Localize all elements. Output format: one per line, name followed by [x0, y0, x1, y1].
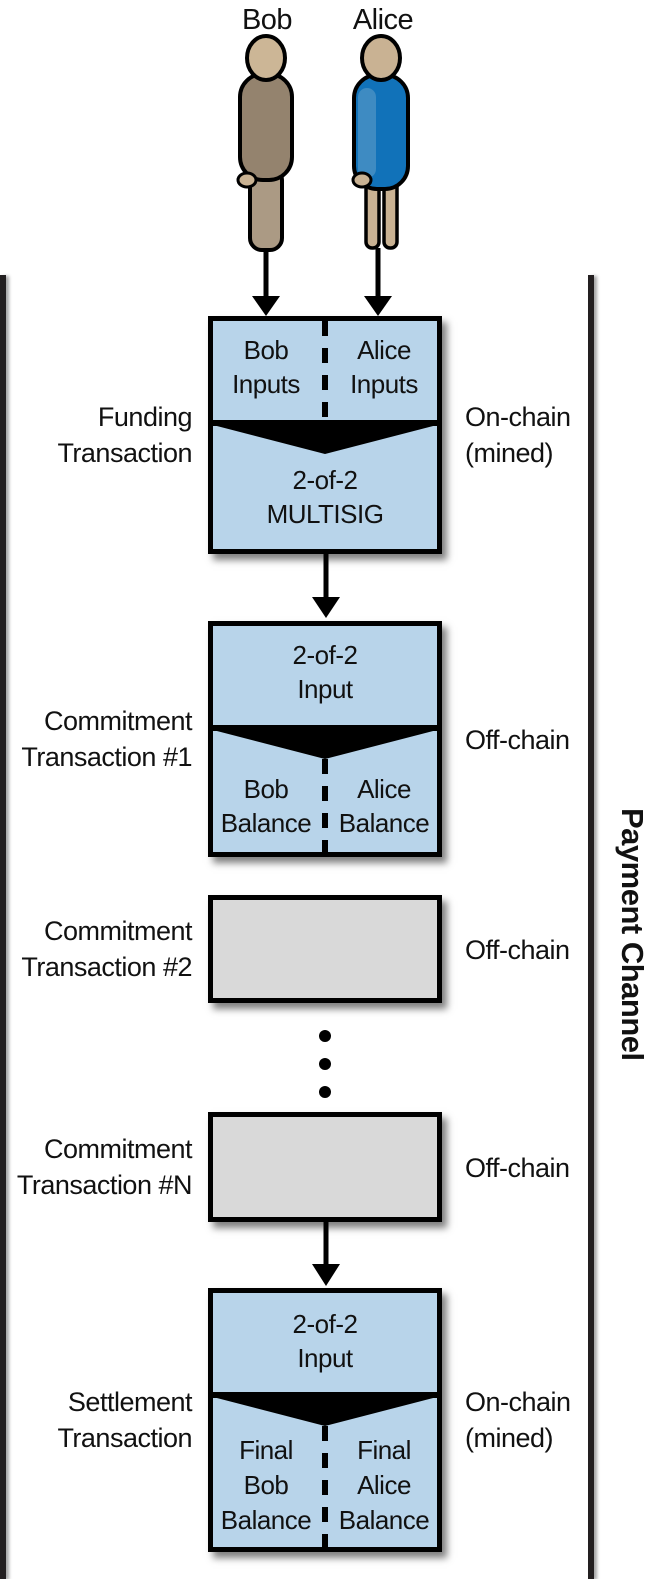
settlement-input-line2: Input [297, 1343, 353, 1373]
commitment1-bob-balance-line1: Bob [243, 774, 289, 804]
commitment1-alice-balance-cell: Alice Balance [333, 772, 435, 840]
commitment1-transaction-label: Commitment Transaction #1 [0, 703, 192, 775]
settlement-label-line1: Settlement [67, 1387, 193, 1417]
funding-transaction-label: Funding Transaction [0, 399, 192, 471]
channel-left-boundary-bar [0, 275, 6, 1579]
funding-alice-inputs-line1: Alice [357, 335, 411, 365]
commitmentN-offchain-label: Off-chain [465, 1150, 590, 1186]
settlement-onchain-line1: On-chain [465, 1387, 571, 1417]
settlement-final-alice-line2: Alice [357, 1470, 411, 1500]
commitment2-label-line1: Commitment [43, 916, 193, 946]
commitmentN-offchain-line1: Off-chain [465, 1153, 570, 1183]
commitment1-bob-balance-cell: Bob Balance [215, 772, 317, 840]
ellipsis-dots-icon [319, 1030, 331, 1098]
commitment1-label-line2: Transaction #1 [21, 742, 192, 772]
commitment1-offchain-line1: Off-chain [465, 725, 570, 755]
funding-bob-inputs-line1: Bob [243, 335, 289, 365]
commitment1-label-line1: Commitment [43, 706, 193, 736]
commitmentN-label-line1: Commitment [43, 1134, 193, 1164]
funding-to-commitment1-arrow-icon [312, 554, 340, 618]
channel-right-boundary-bar [588, 275, 594, 1579]
commitmentN-transaction-box [208, 1112, 442, 1222]
payment-channel-caption: Payment Channel [615, 808, 646, 1061]
commitmentN-label-line2: Transaction #N [16, 1170, 193, 1200]
funding-transaction-label-line1: Funding [97, 402, 193, 432]
settlement-final-bob-line1: Final [239, 1435, 293, 1465]
settlement-onchain-label: On-chain (mined) [465, 1384, 590, 1456]
commitment1-input-line1: 2-of-2 [292, 640, 358, 670]
commitment1-input-line2: Input [297, 674, 353, 704]
alice-figure-icon [351, 34, 410, 250]
funding-multisig-cell: 2-of-2 MULTISIG [213, 463, 437, 531]
settlement-transaction-box: 2-of-2 Input Final Bob Balance Final Ali… [208, 1288, 442, 1552]
commitment1-alice-balance-line1: Alice [357, 774, 411, 804]
funding-box-decor-icon [213, 321, 437, 454]
funding-onchain-line2: (mined) [465, 438, 554, 468]
commitment1-offchain-label: Off-chain [465, 722, 590, 758]
settlement-label-line2: Transaction [57, 1423, 192, 1453]
funding-transaction-label-line2: Transaction [57, 438, 192, 468]
settlement-transaction-label: Settlement Transaction [0, 1384, 192, 1456]
commitment2-transaction-box [208, 895, 442, 1003]
commitment1-alice-balance-line2: Balance [338, 808, 430, 838]
settlement-input-line1: 2-of-2 [292, 1309, 358, 1339]
commitment2-offchain-label: Off-chain [465, 932, 590, 968]
bob-to-funding-arrow-icon [252, 250, 280, 316]
settlement-final-alice-line3: Balance [338, 1505, 430, 1535]
funding-transaction-box: Bob Inputs Alice Inputs 2-of-2 MULTISIG [208, 316, 442, 554]
funding-multisig-line1: 2-of-2 [292, 465, 358, 495]
settlement-final-bob-line2: Bob [243, 1470, 289, 1500]
settlement-final-alice-cell: Final Alice Balance [333, 1433, 435, 1538]
settlement-final-alice-line1: Final [357, 1435, 411, 1465]
alice-label: Alice [352, 4, 414, 36]
funding-onchain-line1: On-chain [465, 402, 571, 432]
funding-onchain-label: On-chain (mined) [465, 399, 590, 471]
commitment1-transaction-box: 2-of-2 Input Bob Balance Alice Balance [208, 621, 442, 857]
commitment2-offchain-line1: Off-chain [465, 935, 570, 965]
funding-bob-inputs-cell: Bob Inputs [215, 333, 317, 401]
bob-label: Bob [241, 4, 293, 36]
bob-figure-icon [236, 34, 294, 252]
funding-bob-inputs-line2: Inputs [232, 369, 300, 399]
settlement-final-bob-cell: Final Bob Balance [215, 1433, 317, 1538]
settlement-box-decor-icon [213, 1392, 437, 1547]
commitment1-input-cell: 2-of-2 Input [213, 638, 437, 706]
commitmentN-transaction-label: Commitment Transaction #N [0, 1131, 193, 1203]
settlement-onchain-line2: (mined) [465, 1423, 554, 1453]
commitment1-bob-balance-line2: Balance [220, 808, 312, 838]
commitment1-box-decor-icon [213, 725, 437, 852]
commitmentN-to-settlement-arrow-icon [312, 1222, 340, 1286]
settlement-input-cell: 2-of-2 Input [213, 1307, 437, 1375]
commitment2-transaction-label: Commitment Transaction #2 [0, 913, 192, 985]
funding-alice-inputs-line2: Inputs [350, 369, 418, 399]
funding-alice-inputs-cell: Alice Inputs [333, 333, 435, 401]
funding-multisig-line2: MULTISIG [266, 499, 384, 529]
commitment2-label-line2: Transaction #2 [21, 952, 192, 982]
alice-to-funding-arrow-icon [364, 248, 392, 316]
settlement-final-bob-line3: Balance [220, 1505, 312, 1535]
